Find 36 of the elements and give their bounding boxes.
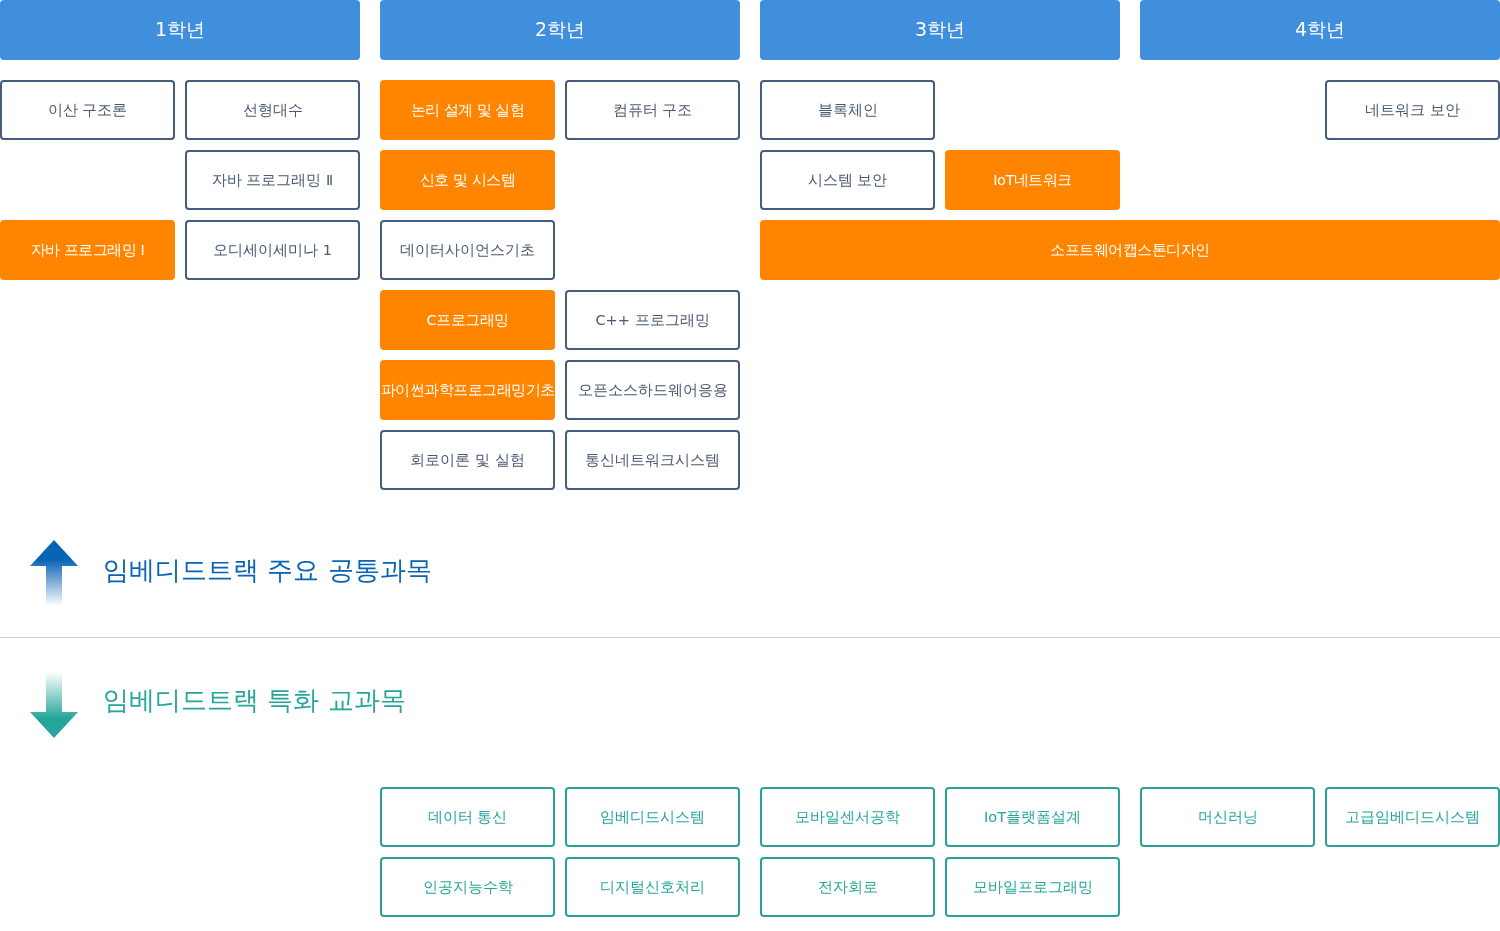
course-box: 임베디드시스템	[565, 787, 740, 847]
course-box: 인공지능수학	[380, 857, 555, 917]
course-box: IoT플랫폼설계	[945, 787, 1120, 847]
course-box: 논리 설계 및 실험	[380, 80, 555, 140]
course-box: C++ 프로그래밍	[565, 290, 740, 350]
course-box: 고급임베디드시스템	[1325, 787, 1500, 847]
year-header: 3학년	[760, 0, 1120, 60]
legend-text: 임베디드트랙 특화 교과목	[103, 684, 406, 717]
course-box: 회로이론 및 실험	[380, 430, 555, 490]
course-box: 데이터사이언스기초	[380, 220, 555, 280]
course-box: 오픈소스하드웨어응용	[565, 360, 740, 420]
course-box: 네트워크 보안	[1325, 80, 1500, 140]
course-box: 모바일센서공학	[760, 787, 935, 847]
year-header: 4학년	[1140, 0, 1500, 60]
course-box: 시스템 보안	[760, 150, 935, 210]
legend-text: 임베디드트랙 주요 공통과목	[103, 554, 432, 587]
course-box: 이산 구조론	[0, 80, 175, 140]
course-box: 선형대수	[185, 80, 360, 140]
course-box: 전자회로	[760, 857, 935, 917]
course-box: 데이터 통신	[380, 787, 555, 847]
course-box: 머신러닝	[1140, 787, 1315, 847]
course-box: IoT네트워크	[945, 150, 1120, 210]
year-header: 2학년	[380, 0, 740, 60]
course-box: 컴퓨터 구조	[565, 80, 740, 140]
course-box: 소프트웨어캡스톤디자인	[760, 220, 1500, 280]
course-box: 디지털신호처리	[565, 857, 740, 917]
year-header: 1학년	[0, 0, 360, 60]
course-box: 블록체인	[760, 80, 935, 140]
course-box: 자바 프로그래밍 Ⅱ	[185, 150, 360, 210]
course-box: 통신네트워크시스템	[565, 430, 740, 490]
course-box: 오디세이세미나 1	[185, 220, 360, 280]
course-box: 모바일프로그래밍	[945, 857, 1120, 917]
course-box: 신호 및 시스템	[380, 150, 555, 210]
course-box: 파이썬과학프로그래밍기초	[380, 360, 555, 420]
course-box: C프로그래밍	[380, 290, 555, 350]
course-box: 자바 프로그래밍 Ⅰ	[0, 220, 175, 280]
